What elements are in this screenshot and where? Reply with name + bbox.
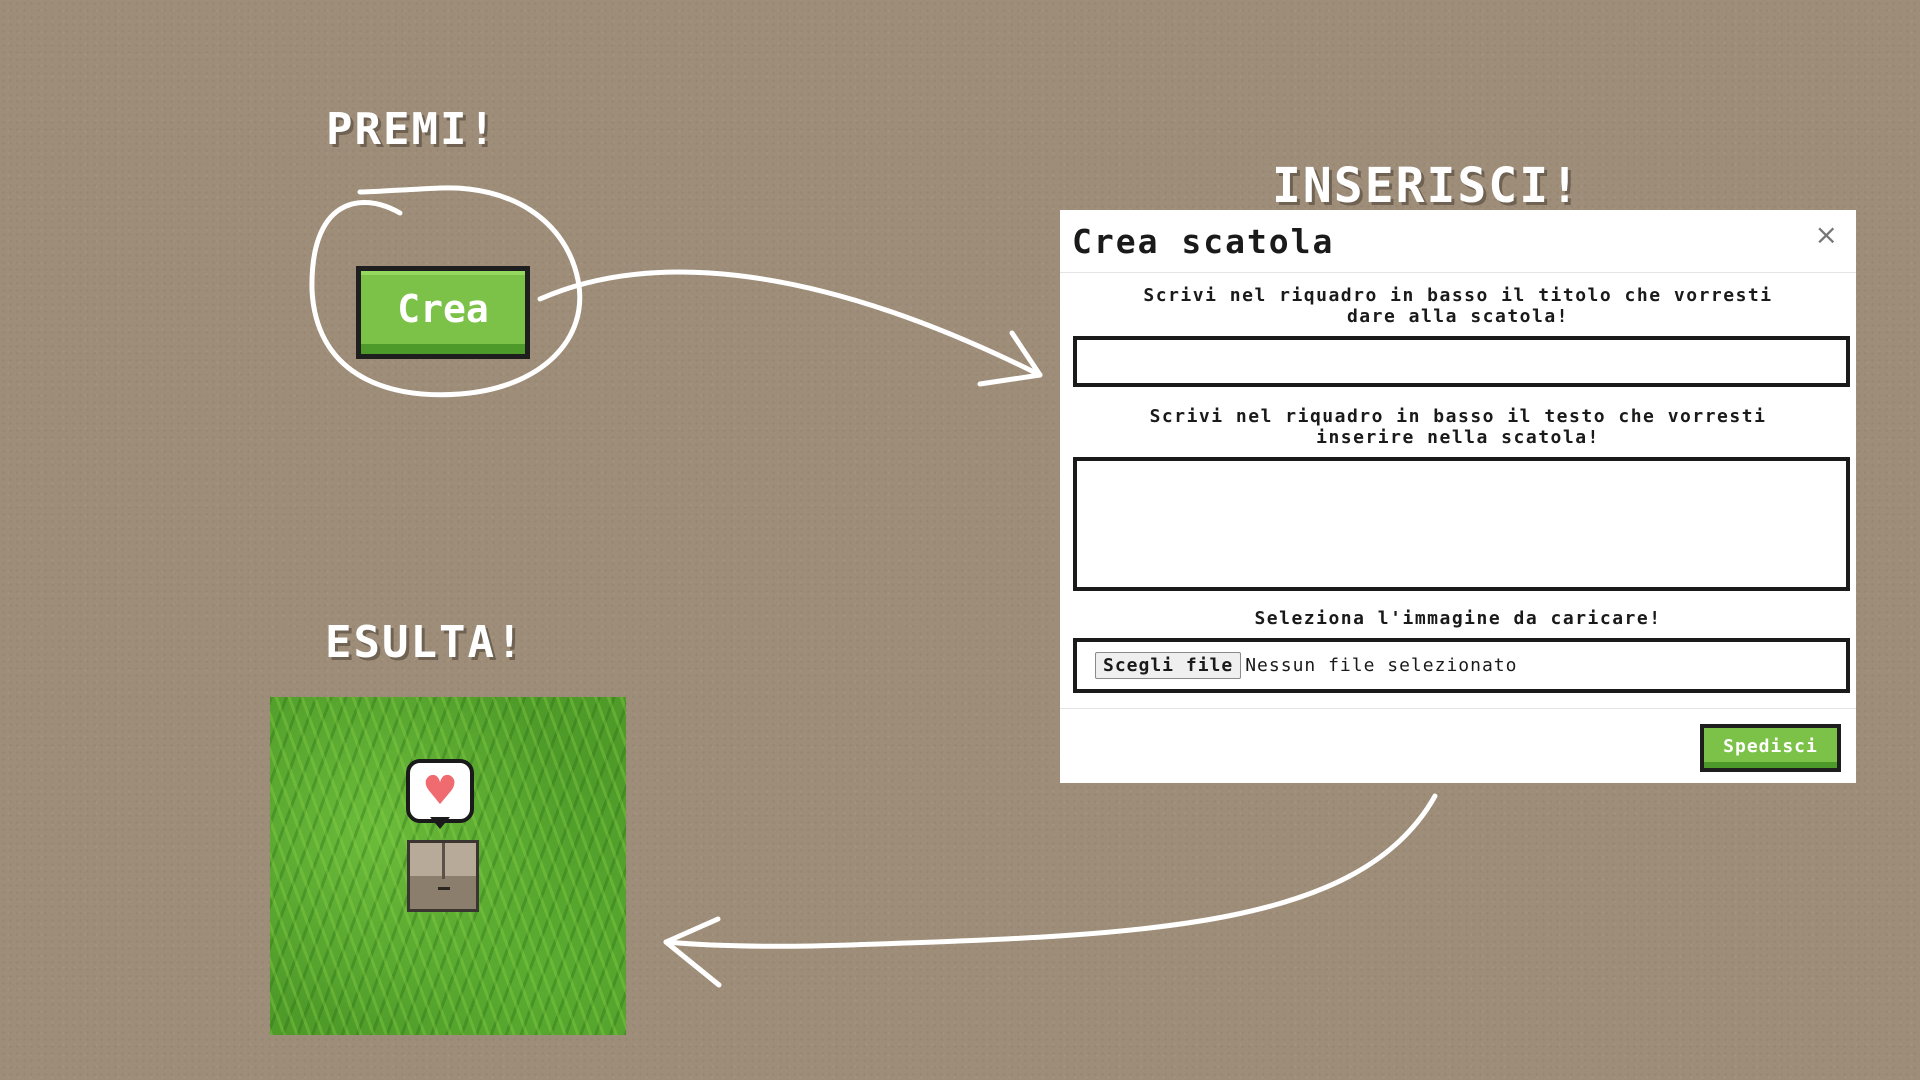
submit-button[interactable]: Spedisci: [1700, 724, 1841, 772]
speech-bubble-tail: [430, 817, 450, 829]
heart-icon: ♥: [422, 768, 458, 814]
create-button[interactable]: Crea: [356, 266, 530, 359]
result-scene: ♥: [270, 697, 626, 1035]
modal-header: Crea scatola ×: [1060, 210, 1856, 273]
box-text-input[interactable]: [1073, 457, 1850, 591]
arrow-to-result-head: [663, 916, 722, 988]
arrow-to-modal: [537, 269, 1043, 378]
modal-title: Crea scatola: [1072, 222, 1335, 261]
heading-cheer: ESULTA!: [325, 617, 525, 668]
heading-press: PREMI!: [326, 104, 497, 155]
create-box-modal: Crea scatola × Scrivi nel riquadro in ba…: [1060, 210, 1856, 783]
image-field-label: Seleziona l'immagine da caricare!: [1254, 608, 1662, 629]
image-file-field: Scegli file Nessun file selezionato: [1073, 638, 1850, 693]
choose-file-button[interactable]: Scegli file: [1095, 652, 1242, 679]
modal-footer: [1060, 708, 1856, 784]
arrow-to-modal-head: [977, 330, 1043, 387]
text-field-label: Scrivi nel riquadro in basso il testo ch…: [1149, 406, 1767, 448]
file-status-text: Nessun file selezionato: [1245, 655, 1518, 676]
close-icon[interactable]: ×: [1814, 218, 1838, 251]
box-title-input[interactable]: [1073, 336, 1850, 387]
speech-bubble: ♥: [406, 759, 474, 823]
box-icon: [407, 840, 479, 912]
heading-insert: INSERISCI!: [1272, 158, 1581, 214]
title-field-label: Scrivi nel riquadro in basso il titolo c…: [1143, 285, 1773, 327]
arrow-to-result: [663, 793, 1438, 949]
